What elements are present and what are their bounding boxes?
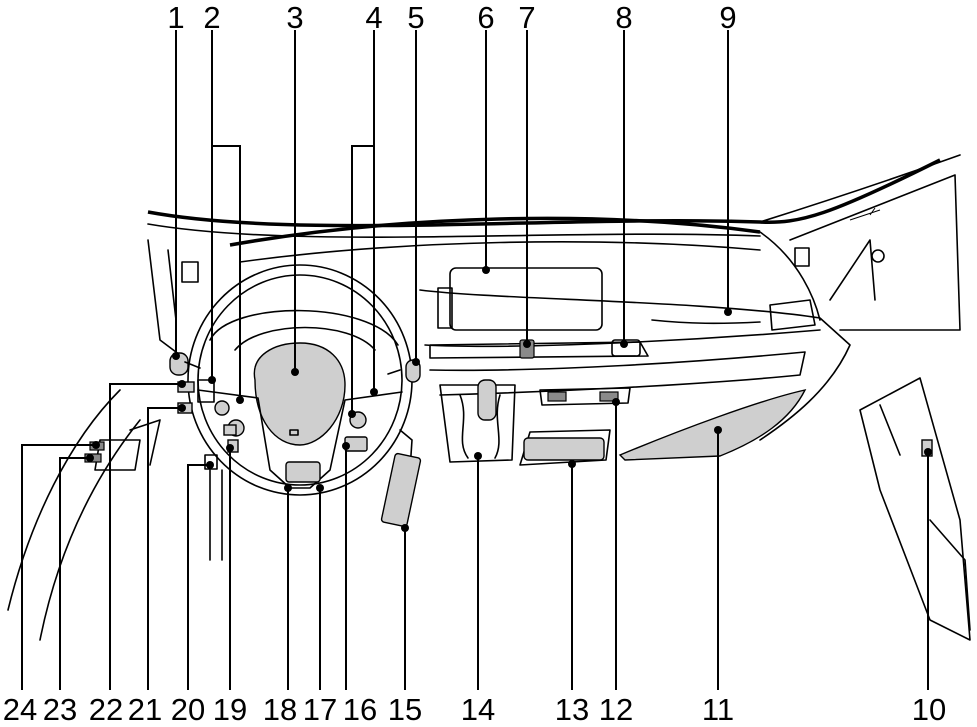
callout-13: 13 (555, 692, 589, 727)
callout-15: 15 (388, 692, 422, 727)
callout-19: 19 (213, 692, 247, 727)
callout-6: 6 (477, 0, 494, 35)
leader-lines (21, 30, 932, 690)
vehicle-interior-drawing (7, 154, 971, 641)
callout-numbers-bottom: 10 11 12 13 14 15 16 17 18 19 20 21 22 2… (3, 692, 946, 727)
callout-3: 3 (286, 0, 303, 35)
callout-17: 17 (303, 692, 337, 727)
callout-1: 1 (167, 0, 184, 35)
callout-10: 10 (912, 692, 946, 727)
callout-14: 14 (461, 692, 495, 727)
callout-12: 12 (599, 692, 633, 727)
callout-21: 21 (128, 692, 162, 727)
callout-11: 11 (702, 692, 734, 727)
callout-9: 9 (719, 0, 736, 35)
callout-8: 8 (615, 0, 632, 35)
callout-24: 24 (3, 692, 37, 727)
callout-5: 5 (407, 0, 424, 35)
callout-2: 2 (203, 0, 220, 35)
callout-7: 7 (518, 0, 535, 35)
callout-22: 22 (89, 692, 123, 727)
callout-18: 18 (263, 692, 297, 727)
callout-20: 20 (171, 692, 205, 727)
callout-16: 16 (343, 692, 377, 727)
callout-4: 4 (365, 0, 382, 35)
callout-numbers-top: 1 2 3 4 5 6 7 8 9 (167, 0, 736, 35)
callout-23: 23 (43, 692, 77, 727)
